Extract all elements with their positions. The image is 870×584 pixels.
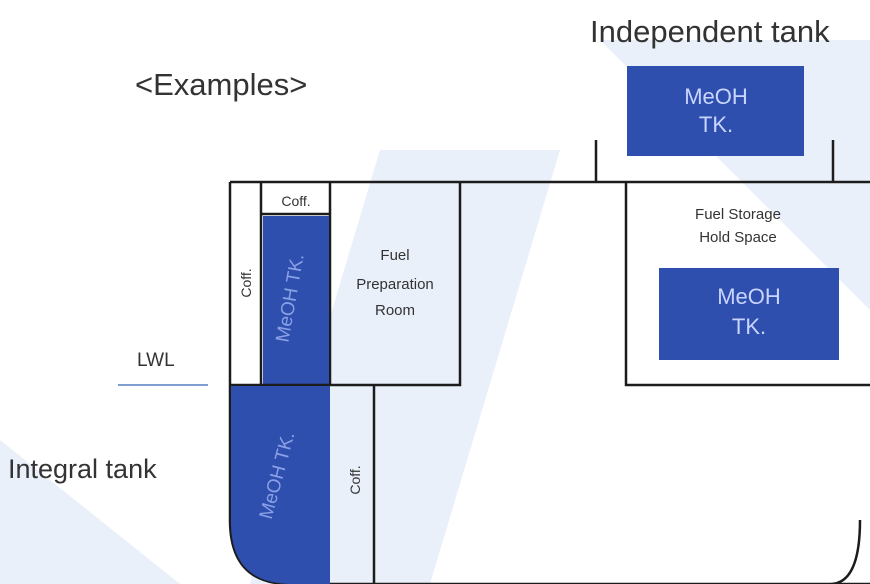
lower-integral-meoh-tank: [231, 386, 330, 584]
examples-heading: <Examples>: [135, 67, 307, 102]
hold-tank-text-1: MeOH: [717, 284, 781, 309]
fuel-prep-text-3: Room: [375, 302, 415, 319]
fuel-storage-hold-space: [624, 182, 870, 387]
deck-tank-text-2: TK.: [699, 112, 733, 137]
hold-meoh-tank: [659, 268, 839, 360]
upper-integral-meoh-tank: [263, 216, 329, 384]
coff-top-text: Coff.: [281, 193, 310, 209]
independent-tank-label: Independent tank: [590, 14, 830, 49]
integral-tank-label: Integral tank: [8, 454, 157, 484]
fuel-prep-text-2: Preparation: [356, 276, 434, 293]
coff-bottom-text: Coff.: [347, 465, 363, 494]
fuel-prep-text-1: Fuel: [380, 247, 409, 264]
fuel-storage-text-1: Fuel Storage: [695, 206, 781, 223]
lwl-label: LWL: [137, 350, 175, 371]
coff-left-text: Coff.: [238, 268, 254, 297]
hold-tank-text-2: TK.: [732, 314, 766, 339]
deck-tank-text-1: MeOH: [684, 84, 748, 109]
independent-meoh-tank: [627, 66, 804, 156]
fuel-storage-text-2: Hold Space: [699, 229, 777, 246]
